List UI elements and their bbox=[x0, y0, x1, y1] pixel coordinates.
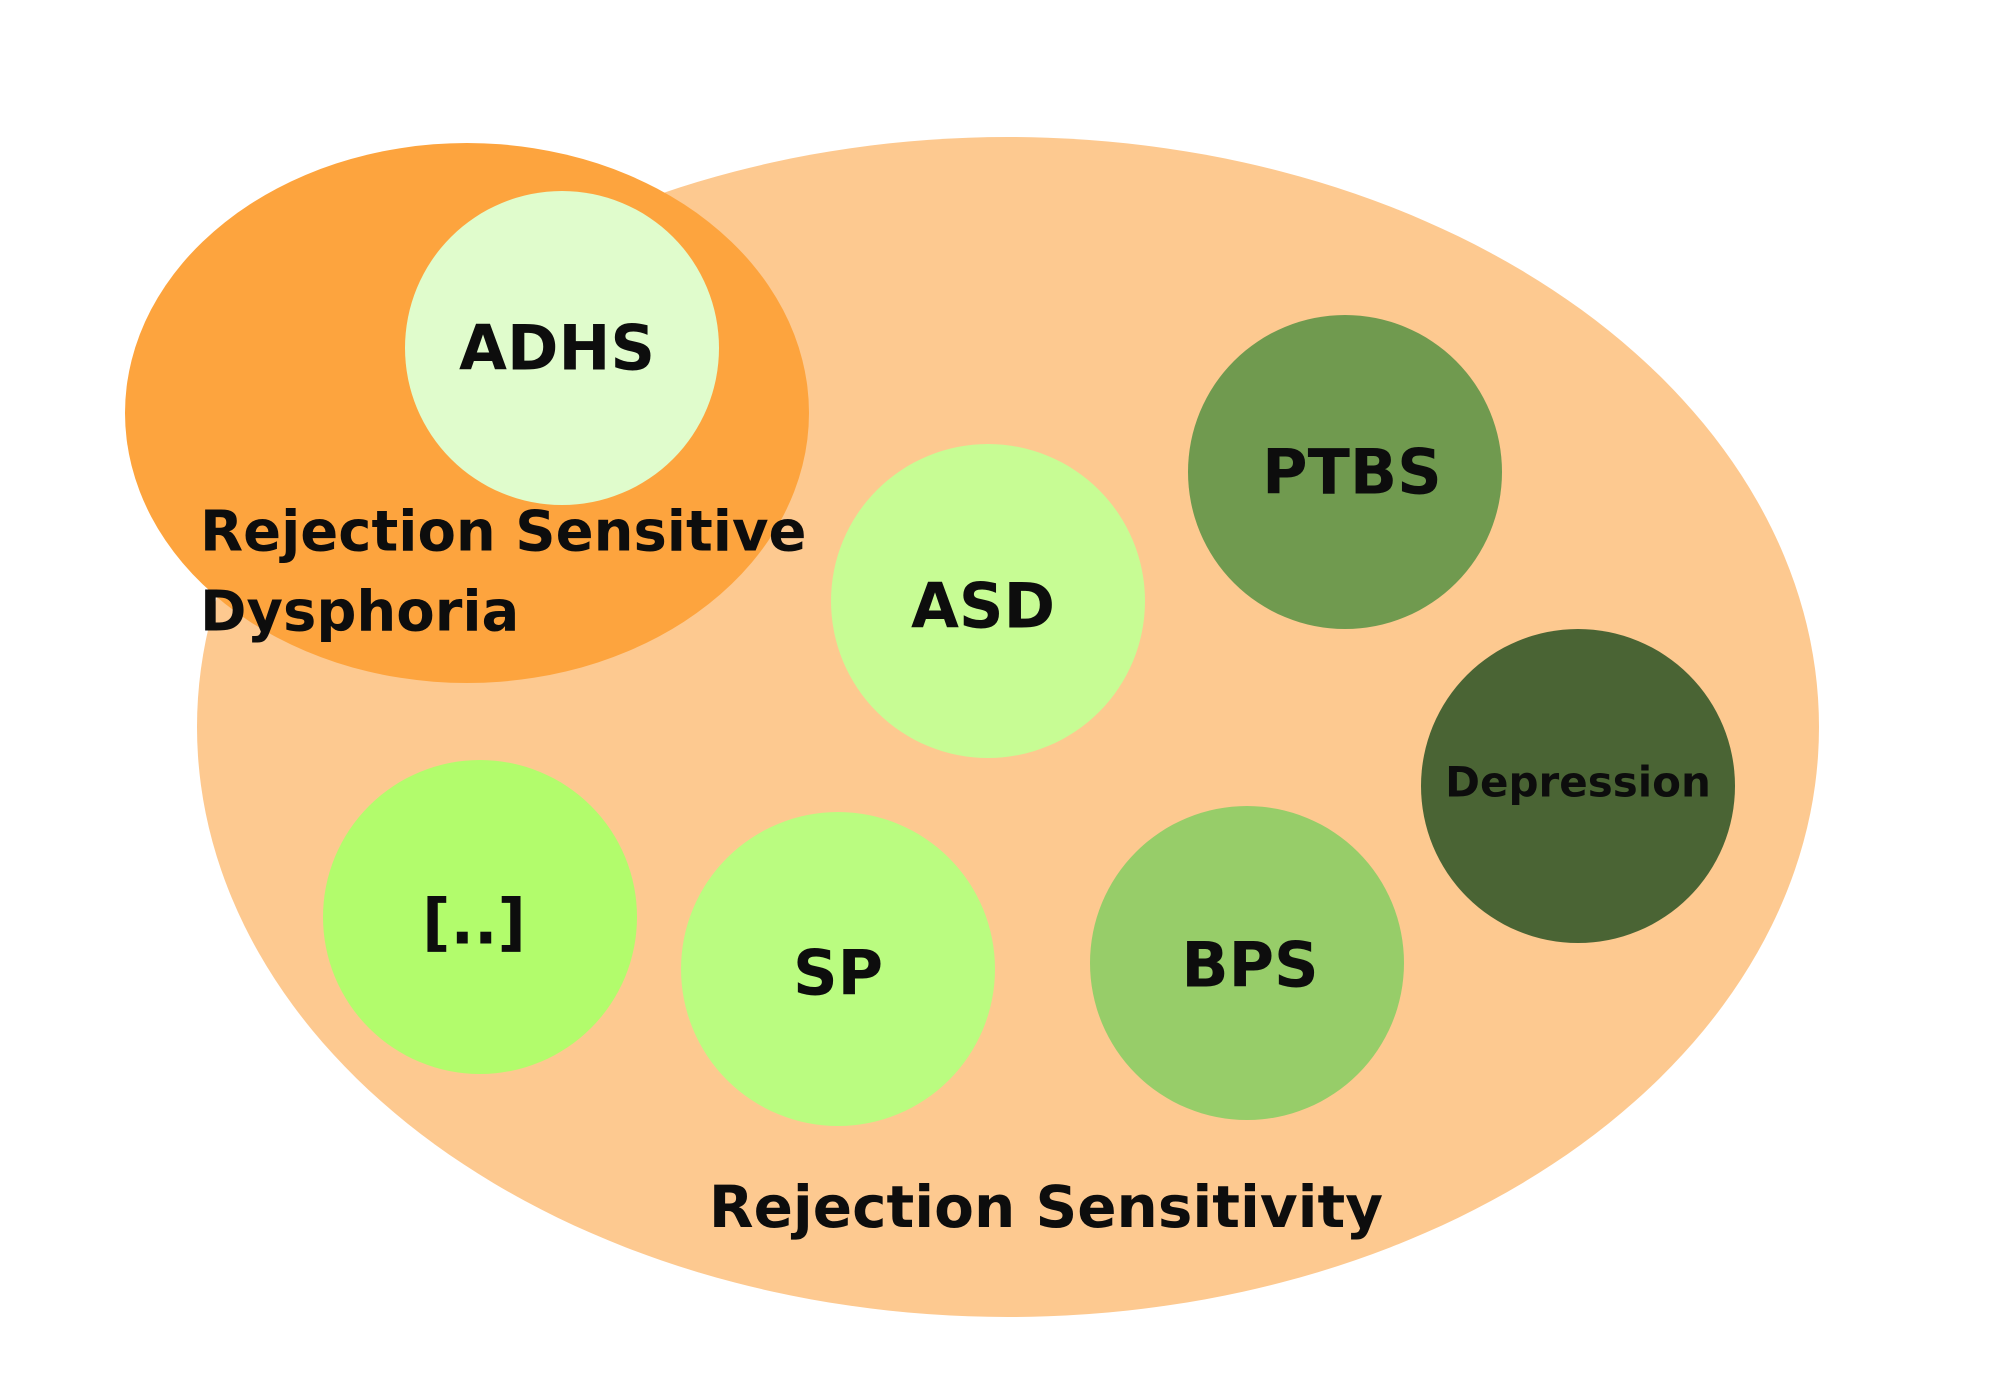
bps-label: BPS bbox=[1181, 929, 1318, 1002]
rsd-label-line1: Rejection Sensitive bbox=[200, 500, 806, 565]
sp-circle bbox=[681, 812, 995, 1126]
ptbs-label: PTBS bbox=[1262, 436, 1442, 509]
asd-label: ASD bbox=[911, 570, 1055, 643]
sp-label: SP bbox=[793, 937, 883, 1010]
ellipsis-label: [..] bbox=[422, 886, 526, 959]
bps-circle bbox=[1090, 806, 1404, 1120]
adhs-label: ADHS bbox=[459, 312, 655, 385]
ptbs-circle bbox=[1188, 315, 1502, 629]
rsd-label-line2: Dysphoria bbox=[200, 580, 519, 645]
depression-circle bbox=[1421, 629, 1735, 943]
adhs-circle bbox=[405, 191, 719, 505]
asd-circle bbox=[831, 444, 1145, 758]
rejection-sensitivity-label: Rejection Sensitivity bbox=[709, 1173, 1383, 1241]
ellipsis-circle bbox=[323, 760, 637, 1074]
depression-label: Depression bbox=[1445, 758, 1711, 807]
